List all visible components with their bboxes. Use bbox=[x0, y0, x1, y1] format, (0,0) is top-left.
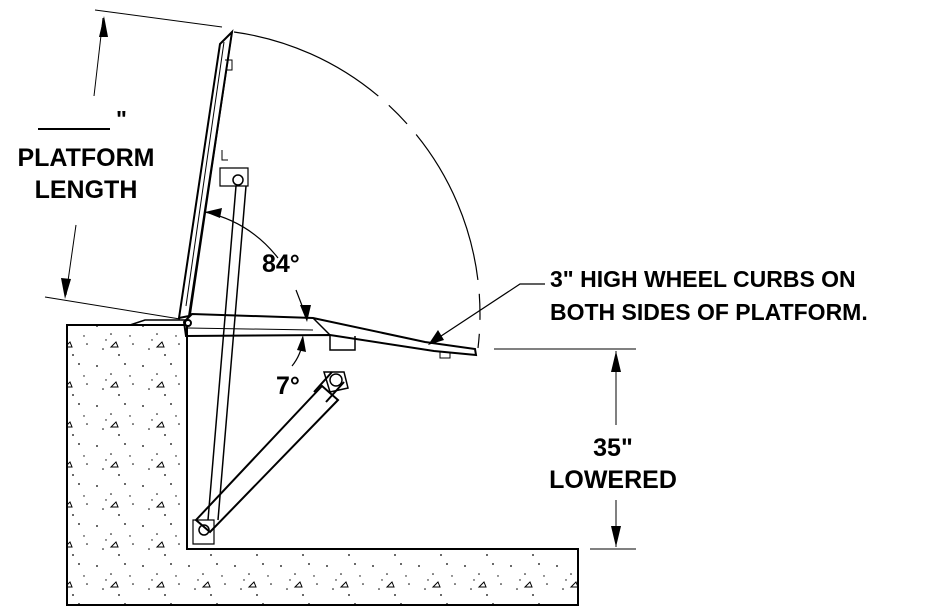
raised-platform bbox=[177, 29, 234, 320]
platform-length-label-line2: LENGTH bbox=[34, 176, 138, 204]
platform-length-label-line1: PLATFORM bbox=[17, 144, 155, 172]
curb-note-line1: 3" HIGH WHEEL CURBS ON bbox=[550, 266, 856, 292]
platform-length-value: " bbox=[38, 106, 156, 132]
angle-arrow-84 bbox=[205, 208, 222, 218]
curb-note-line2: BOTH SIDES OF PLATFORM. bbox=[550, 299, 868, 325]
lowered-angle-label: 7° bbox=[276, 372, 300, 400]
lowered-platform bbox=[182, 312, 478, 359]
dim-arrow-bottom bbox=[61, 278, 71, 299]
open-angle-label: 84° bbox=[262, 250, 300, 278]
height-arrow-bottom bbox=[611, 526, 621, 547]
height-state: LOWERED bbox=[549, 466, 677, 494]
angle-arrow-7 bbox=[297, 335, 306, 352]
hydraulic-cylinder bbox=[192, 371, 349, 545]
height-value: 35" bbox=[593, 434, 633, 462]
concrete-pit bbox=[66, 324, 579, 606]
height-arrow-top bbox=[611, 351, 621, 372]
hinge-pin bbox=[184, 319, 192, 327]
swing-arc bbox=[233, 31, 481, 349]
curb-arrow bbox=[428, 330, 444, 345]
angle-arrow-84b bbox=[300, 305, 311, 322]
blank-underline bbox=[38, 128, 110, 130]
dim-arrow-top bbox=[99, 16, 108, 37]
rear-strut bbox=[207, 167, 249, 521]
curb-leader bbox=[431, 283, 545, 343]
inch-mark: " bbox=[116, 106, 127, 132]
